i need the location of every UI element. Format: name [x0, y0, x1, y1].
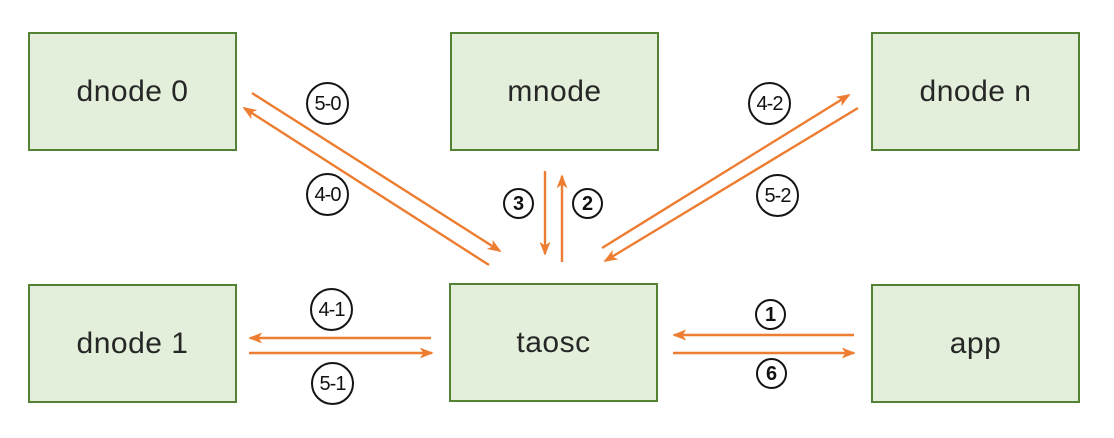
node-dnode-1-label: dnode 1	[76, 326, 189, 360]
node-app: app	[871, 284, 1080, 403]
arrow-5-2-dnoden-to-taosc	[603, 106, 859, 263]
node-dnode-1: dnode 1	[28, 284, 237, 403]
edge-label-2: 2	[572, 188, 603, 219]
edge-label-4-0: 4-0	[306, 173, 349, 216]
node-taosc: taosc	[449, 283, 658, 402]
arrow-4-2-taosc-to-dnoden	[601, 93, 851, 250]
node-dnode-0: dnode 0	[28, 32, 237, 151]
node-dnode-n-label: dnode n	[919, 74, 1032, 108]
edge-label-5-1: 5-1	[311, 362, 354, 405]
edge-label-5-0: 5-0	[306, 82, 349, 125]
arrow-5-0-dnode0-to-taosc	[251, 91, 502, 253]
edge-label-6: 6	[756, 358, 787, 389]
edge-label-3: 3	[503, 188, 534, 219]
node-dnode-n: dnode n	[871, 32, 1080, 151]
edge-label-5-2: 5-2	[756, 174, 799, 217]
node-mnode-label: mnode	[507, 74, 602, 108]
node-app-label: app	[949, 326, 1002, 360]
arrow-4-0-taosc-to-dnode0	[242, 106, 490, 267]
node-taosc-label: taosc	[516, 325, 591, 359]
node-mnode: mnode	[450, 32, 659, 151]
node-dnode-0-label: dnode 0	[76, 74, 189, 108]
edge-label-4-2: 4-2	[748, 82, 791, 125]
edge-label-1: 1	[755, 299, 786, 330]
edge-label-4-1: 4-1	[310, 288, 353, 331]
